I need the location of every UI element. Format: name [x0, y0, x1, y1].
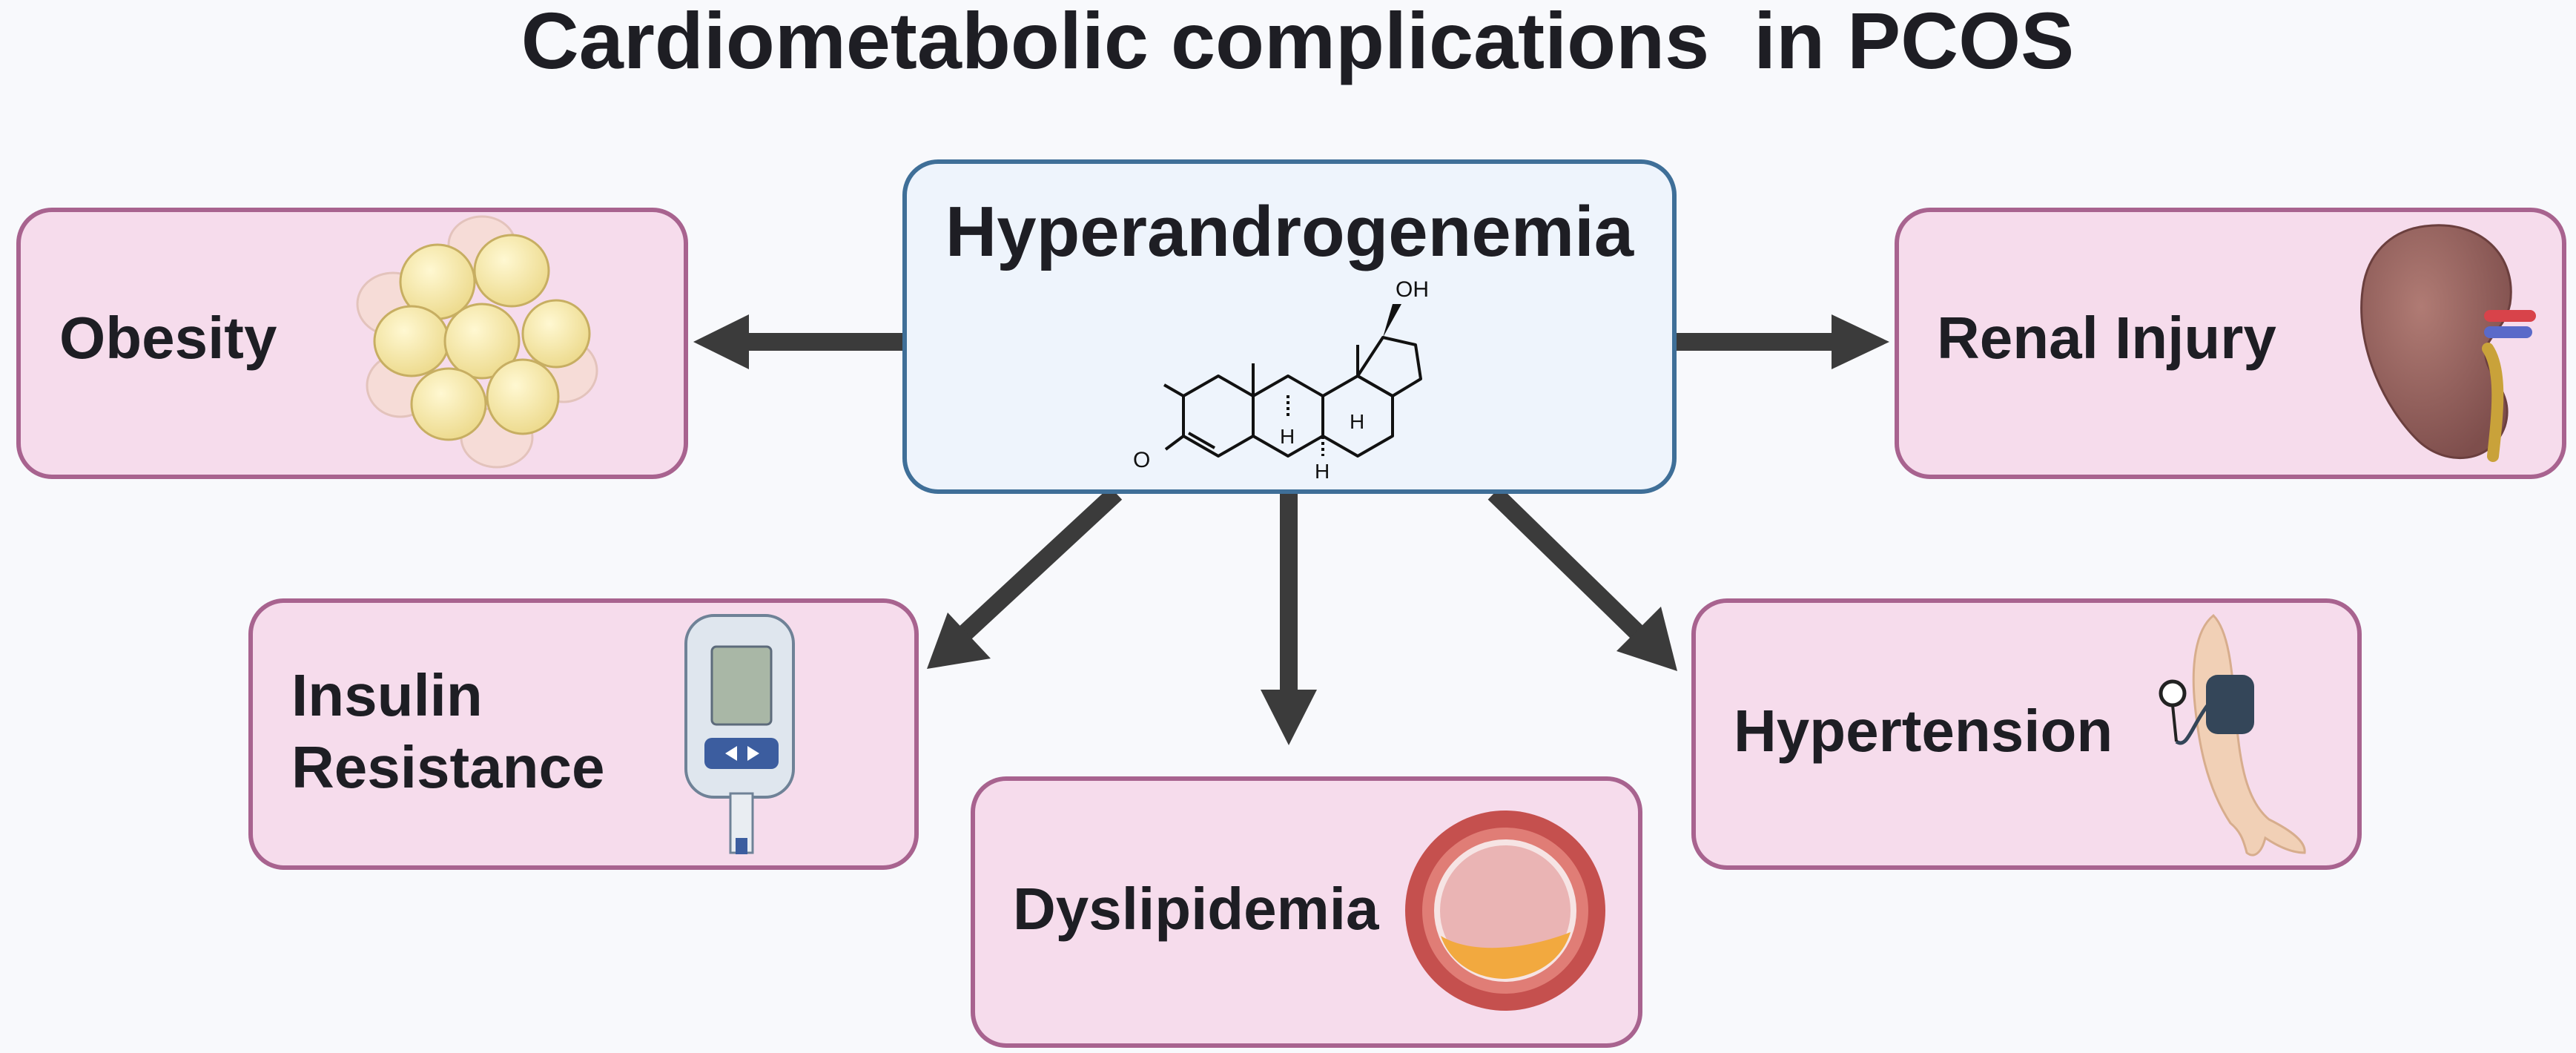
arrow-to-insulin-resistance — [927, 486, 1123, 669]
kidney-icon — [2360, 224, 2536, 462]
outcome-obesity-label: Obesity — [59, 305, 277, 371]
center-node: Hyperandrogenemia OH O H H H — [902, 159, 1677, 494]
arrows — [693, 314, 1889, 745]
molecule-hydrogen-label-3: H — [1350, 410, 1364, 433]
artery-plaque-icon — [1405, 811, 1605, 1011]
diagram-title: Cardiometabolic complications in PCOS — [521, 0, 2074, 85]
arrow-to-hypertension — [1487, 486, 1677, 671]
outcome-hypertension-label: Hypertension — [1734, 698, 2113, 764]
blood-pressure-cuff-icon — [2159, 613, 2306, 856]
outcome-insulin-resistance: Insulin Resistance — [248, 598, 919, 870]
molecule-hydrogen-label-1: H — [1280, 425, 1295, 448]
arrow-to-dyslipidemia — [1261, 493, 1317, 745]
outcome-hypertension: Hypertension — [1691, 598, 2362, 870]
outcome-renal-injury-label: Renal Injury — [1937, 305, 2276, 371]
outcome-insulin-resistance-label-line1: Insulin — [291, 662, 483, 728]
outcome-insulin-resistance-label-line2: Resistance — [291, 734, 604, 800]
arrow-to-obesity — [693, 314, 905, 369]
outcome-dyslipidemia: Dyslipidemia — [971, 776, 1642, 1048]
outcome-renal-injury: Renal Injury — [1895, 208, 2566, 479]
molecule-hydroxyl-label: OH — [1396, 277, 1429, 302]
molecule-hydrogen-label-2: H — [1315, 460, 1330, 483]
outcome-dyslipidemia-label: Dyslipidemia — [1013, 876, 1379, 942]
arrow-to-renal-injury — [1674, 314, 1889, 369]
fat-cells-icon — [356, 215, 598, 469]
testosterone-molecule-icon — [1163, 304, 1422, 458]
center-label: Hyperandrogenemia — [945, 192, 1634, 271]
glucometer-icon — [684, 614, 795, 854]
molecule-oxygen-label: O — [1133, 448, 1150, 472]
outcome-obesity: Obesity — [16, 208, 688, 479]
